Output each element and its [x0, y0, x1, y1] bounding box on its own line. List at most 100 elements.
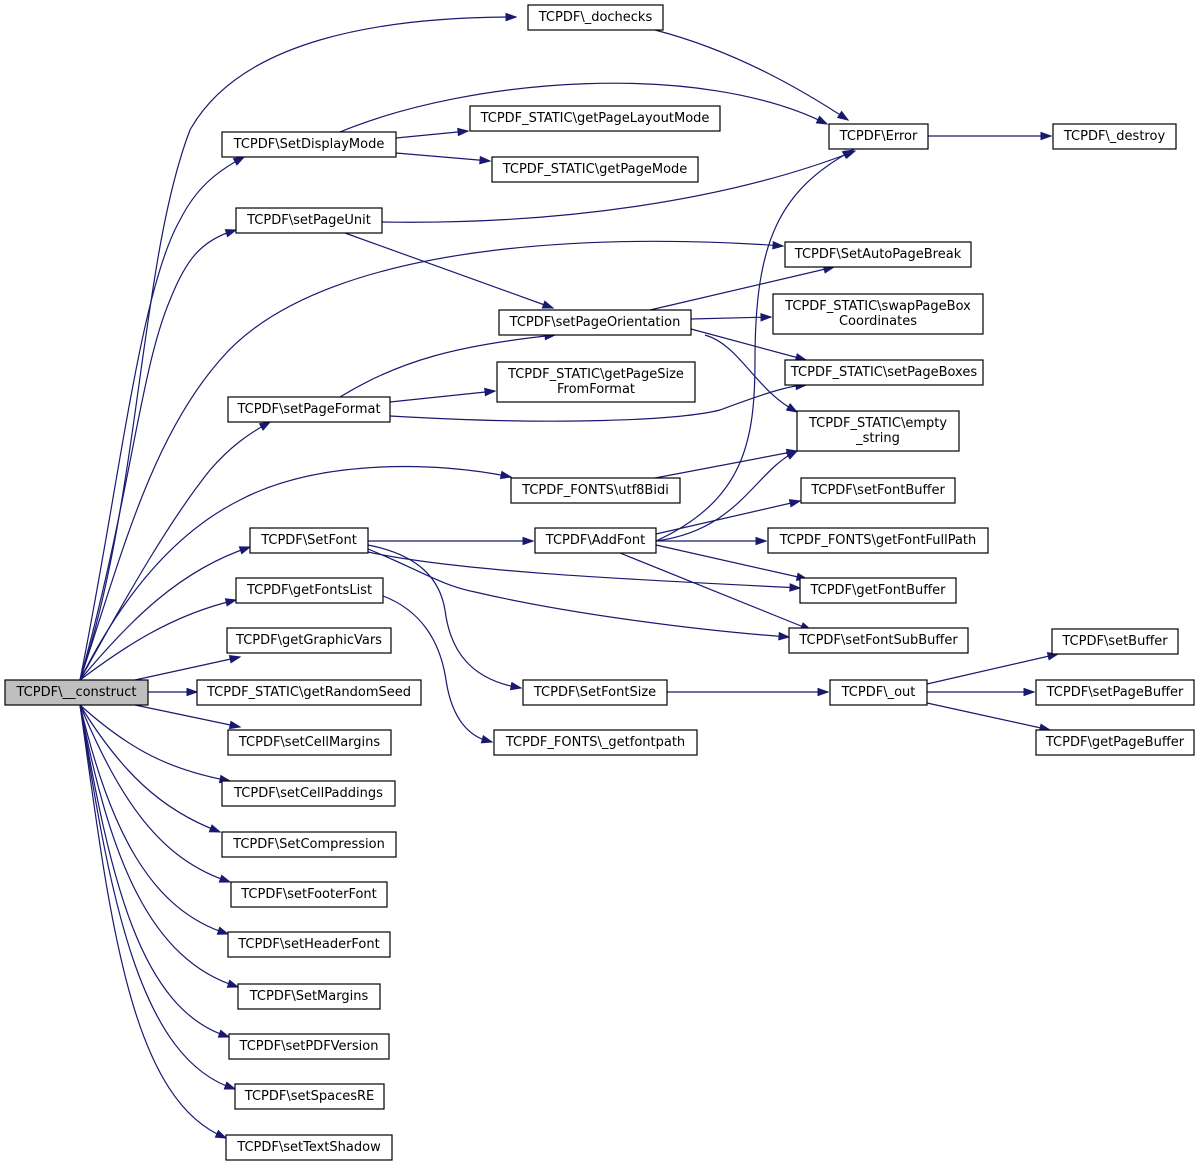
node-getrandomseed[interactable]: TCPDF_STATIC\getRandomSeed — [196, 679, 422, 706]
node-setpageformat[interactable]: TCPDF\setPageFormat — [227, 396, 391, 423]
node-getpagebuffer[interactable]: TCPDF\getPageBuffer — [1035, 729, 1195, 756]
node-getpagemode[interactable]: TCPDF_STATIC\getPageMode — [491, 156, 699, 183]
node-setfontsize[interactable]: TCPDF\SetFontSize — [522, 679, 668, 706]
arrowhead-construct-to-setpageformat — [258, 421, 272, 431]
node-setpageunit[interactable]: TCPDF\setPageUnit — [235, 207, 383, 234]
arrowhead-setpageformat-to-getpagesize — [484, 387, 497, 397]
arrowhead-construct-to-getgraphicvars — [228, 655, 242, 664]
arrowhead-setdisplaymode-to-getpagelayoutmode — [457, 127, 470, 137]
node-label-utf8bidi: TCPDF_FONTS\utf8Bidi — [521, 483, 669, 498]
arrowhead-error-to-destroy — [1040, 131, 1053, 141]
arrowhead-setpageorientation-to-swappagebox — [760, 312, 773, 322]
edge-construct-to-setfont — [79, 546, 252, 681]
node-getgraphicvars[interactable]: TCPDF\getGraphicVars — [226, 627, 392, 654]
node-error[interactable]: TCPDF\Error — [828, 123, 929, 150]
node-out[interactable]: TCPDF\_out — [829, 679, 928, 706]
node-setpdfversion[interactable]: TCPDF\setPDFVersion — [228, 1033, 390, 1060]
node-setpagebuffer[interactable]: TCPDF\setPageBuffer — [1035, 679, 1195, 706]
node-label-setpdfversion: TCPDF\setPDFVersion — [239, 1039, 379, 1054]
node-label-setpagebuffer: TCPDF\setPageBuffer — [1046, 685, 1184, 700]
edge-construct-to-getgraphicvars — [134, 655, 242, 681]
node-setpageboxes[interactable]: TCPDF_STATIC\setPageBoxes — [784, 359, 984, 386]
edge-construct-to-setdisplaymode — [79, 156, 246, 681]
arrowhead-construct-to-setmargins — [226, 979, 240, 988]
node-destroy[interactable]: TCPDF\_destroy — [1052, 123, 1177, 150]
edge-line-construct-to-settextshadow — [79, 704, 227, 1139]
arrowhead-setdisplaymode-to-error — [815, 115, 829, 125]
node-setcompression[interactable]: TCPDF\SetCompression — [221, 831, 397, 858]
node-label-setcellpaddings: TCPDF\setCellPaddings — [233, 786, 383, 801]
edge-line-construct-to-setdisplaymode — [79, 156, 245, 681]
node-label-getpagebuffer: TCPDF\getPageBuffer — [1045, 735, 1185, 750]
edge-setdisplaymode-to-error — [339, 82, 829, 133]
node-setfooterfont[interactable]: TCPDF\setFooterFont — [230, 881, 388, 908]
node-getfontbuffer[interactable]: TCPDF\getFontBuffer — [799, 577, 957, 604]
node-box-utf8bidi — [510, 477, 681, 504]
node-label-setcellmargins: TCPDF\setCellMargins — [238, 735, 381, 750]
node-getfontslist[interactable]: TCPDF\getFontsList — [235, 577, 384, 604]
arrowhead-setpageunit-to-setpageorientation — [541, 300, 555, 309]
node-setmargins[interactable]: TCPDF\SetMargins — [237, 983, 381, 1010]
node-setautopagebreak[interactable]: TCPDF\SetAutoPageBreak — [784, 241, 972, 268]
node-setcellmargins[interactable]: TCPDF\setCellMargins — [227, 729, 392, 756]
node-setfontbuffer[interactable]: TCPDF\setFontBuffer — [800, 477, 956, 504]
edge-construct-to-getrandomseed — [148, 687, 199, 697]
edge-line-setfont-to-getfontbuffer — [367, 551, 801, 589]
node-box-setfont — [249, 527, 369, 554]
arrowhead-setfont-to-setfontsize — [509, 681, 523, 691]
edge-line-out-to-getpagebuffer — [926, 702, 1051, 731]
edge-setfontsize-to-out — [667, 687, 830, 697]
edge-addfont-to-setfontsubbuffer — [619, 552, 813, 631]
node-setdisplaymode[interactable]: TCPDF\SetDisplayMode — [221, 131, 397, 158]
node-box-setspacesre — [234, 1083, 385, 1110]
edge-construct-to-setmargins — [79, 704, 240, 988]
node-label-setbuffer: TCPDF\setBuffer — [1061, 634, 1168, 649]
node-setspacesre[interactable]: TCPDF\setSpacesRE — [234, 1083, 385, 1110]
edge-line-addfont-to-error — [655, 149, 854, 542]
node-emptystring[interactable]: TCPDF_STATIC\empty_string — [796, 410, 960, 452]
arrowhead-construct-to-dochecks — [505, 12, 518, 22]
node-box-getgraphicvars — [226, 627, 392, 654]
node-box-setpageorientation — [498, 309, 692, 336]
node-label-setpageboxes: TCPDF_STATIC\setPageBoxes — [790, 365, 977, 380]
node-label-setfontsubbuffer: TCPDF\setFontSubBuffer — [798, 633, 958, 648]
node-label-construct: TCPDF\__construct — [15, 685, 136, 700]
node-setfontsubbuffer[interactable]: TCPDF\setFontSubBuffer — [788, 627, 969, 654]
node-setpageorientation[interactable]: TCPDF\setPageOrientation — [498, 309, 692, 336]
node-getfontpath[interactable]: TCPDF_FONTS\_getfontpath — [493, 729, 698, 756]
node-dochecks[interactable]: TCPDF\_dochecks — [527, 4, 664, 31]
node-box-swappagebox — [772, 293, 984, 335]
node-box-setcompression — [221, 831, 397, 858]
arrowhead-construct-to-setfont — [238, 546, 252, 555]
edge-line-construct-to-setspacesre — [79, 704, 236, 1090]
edge-construct-to-setheaderfont — [79, 704, 230, 935]
node-construct[interactable]: TCPDF\__construct — [4, 679, 149, 706]
edge-dochecks-to-error — [654, 29, 850, 121]
node-utf8bidi[interactable]: TCPDF_FONTS\utf8Bidi — [510, 477, 681, 504]
node-getfontfullpath[interactable]: TCPDF_FONTS\getFontFullPath — [767, 527, 989, 554]
node-box-setpdfversion — [228, 1033, 390, 1060]
node-addfont[interactable]: TCPDF\AddFont — [534, 527, 657, 554]
node-box-setpageformat — [227, 396, 391, 423]
node-setheaderfont[interactable]: TCPDF\setHeaderFont — [227, 931, 391, 958]
edge-line-utf8bidi-to-emptystring — [654, 450, 798, 479]
node-box-setcellpaddings — [221, 780, 396, 807]
arrowhead-addfont-to-error — [841, 149, 855, 159]
node-box-setfontbuffer — [800, 477, 956, 504]
node-label-getpagelayoutmode: TCPDF_STATIC\getPageLayoutMode — [480, 111, 710, 126]
edge-line-construct-to-getfontslist — [79, 599, 237, 681]
node-setbuffer[interactable]: TCPDF\setBuffer — [1051, 628, 1179, 655]
node-label-settextshadow: TCPDF\setTextShadow — [236, 1140, 381, 1155]
node-getpagelayoutmode[interactable]: TCPDF_STATIC\getPageLayoutMode — [469, 105, 721, 132]
node-setcellpaddings[interactable]: TCPDF\setCellPaddings — [221, 780, 396, 807]
edge-line-setpageorientation-to-swappagebox — [690, 316, 772, 320]
node-settextshadow[interactable]: TCPDF\setTextShadow — [225, 1134, 393, 1161]
node-box-getfontslist — [235, 577, 384, 604]
node-setfont[interactable]: TCPDF\SetFont — [249, 527, 369, 554]
arrowhead-setfontsize-to-out — [817, 687, 830, 697]
edge-construct-to-setcompression — [79, 704, 222, 833]
node-box-getfontfullpath — [767, 527, 989, 554]
